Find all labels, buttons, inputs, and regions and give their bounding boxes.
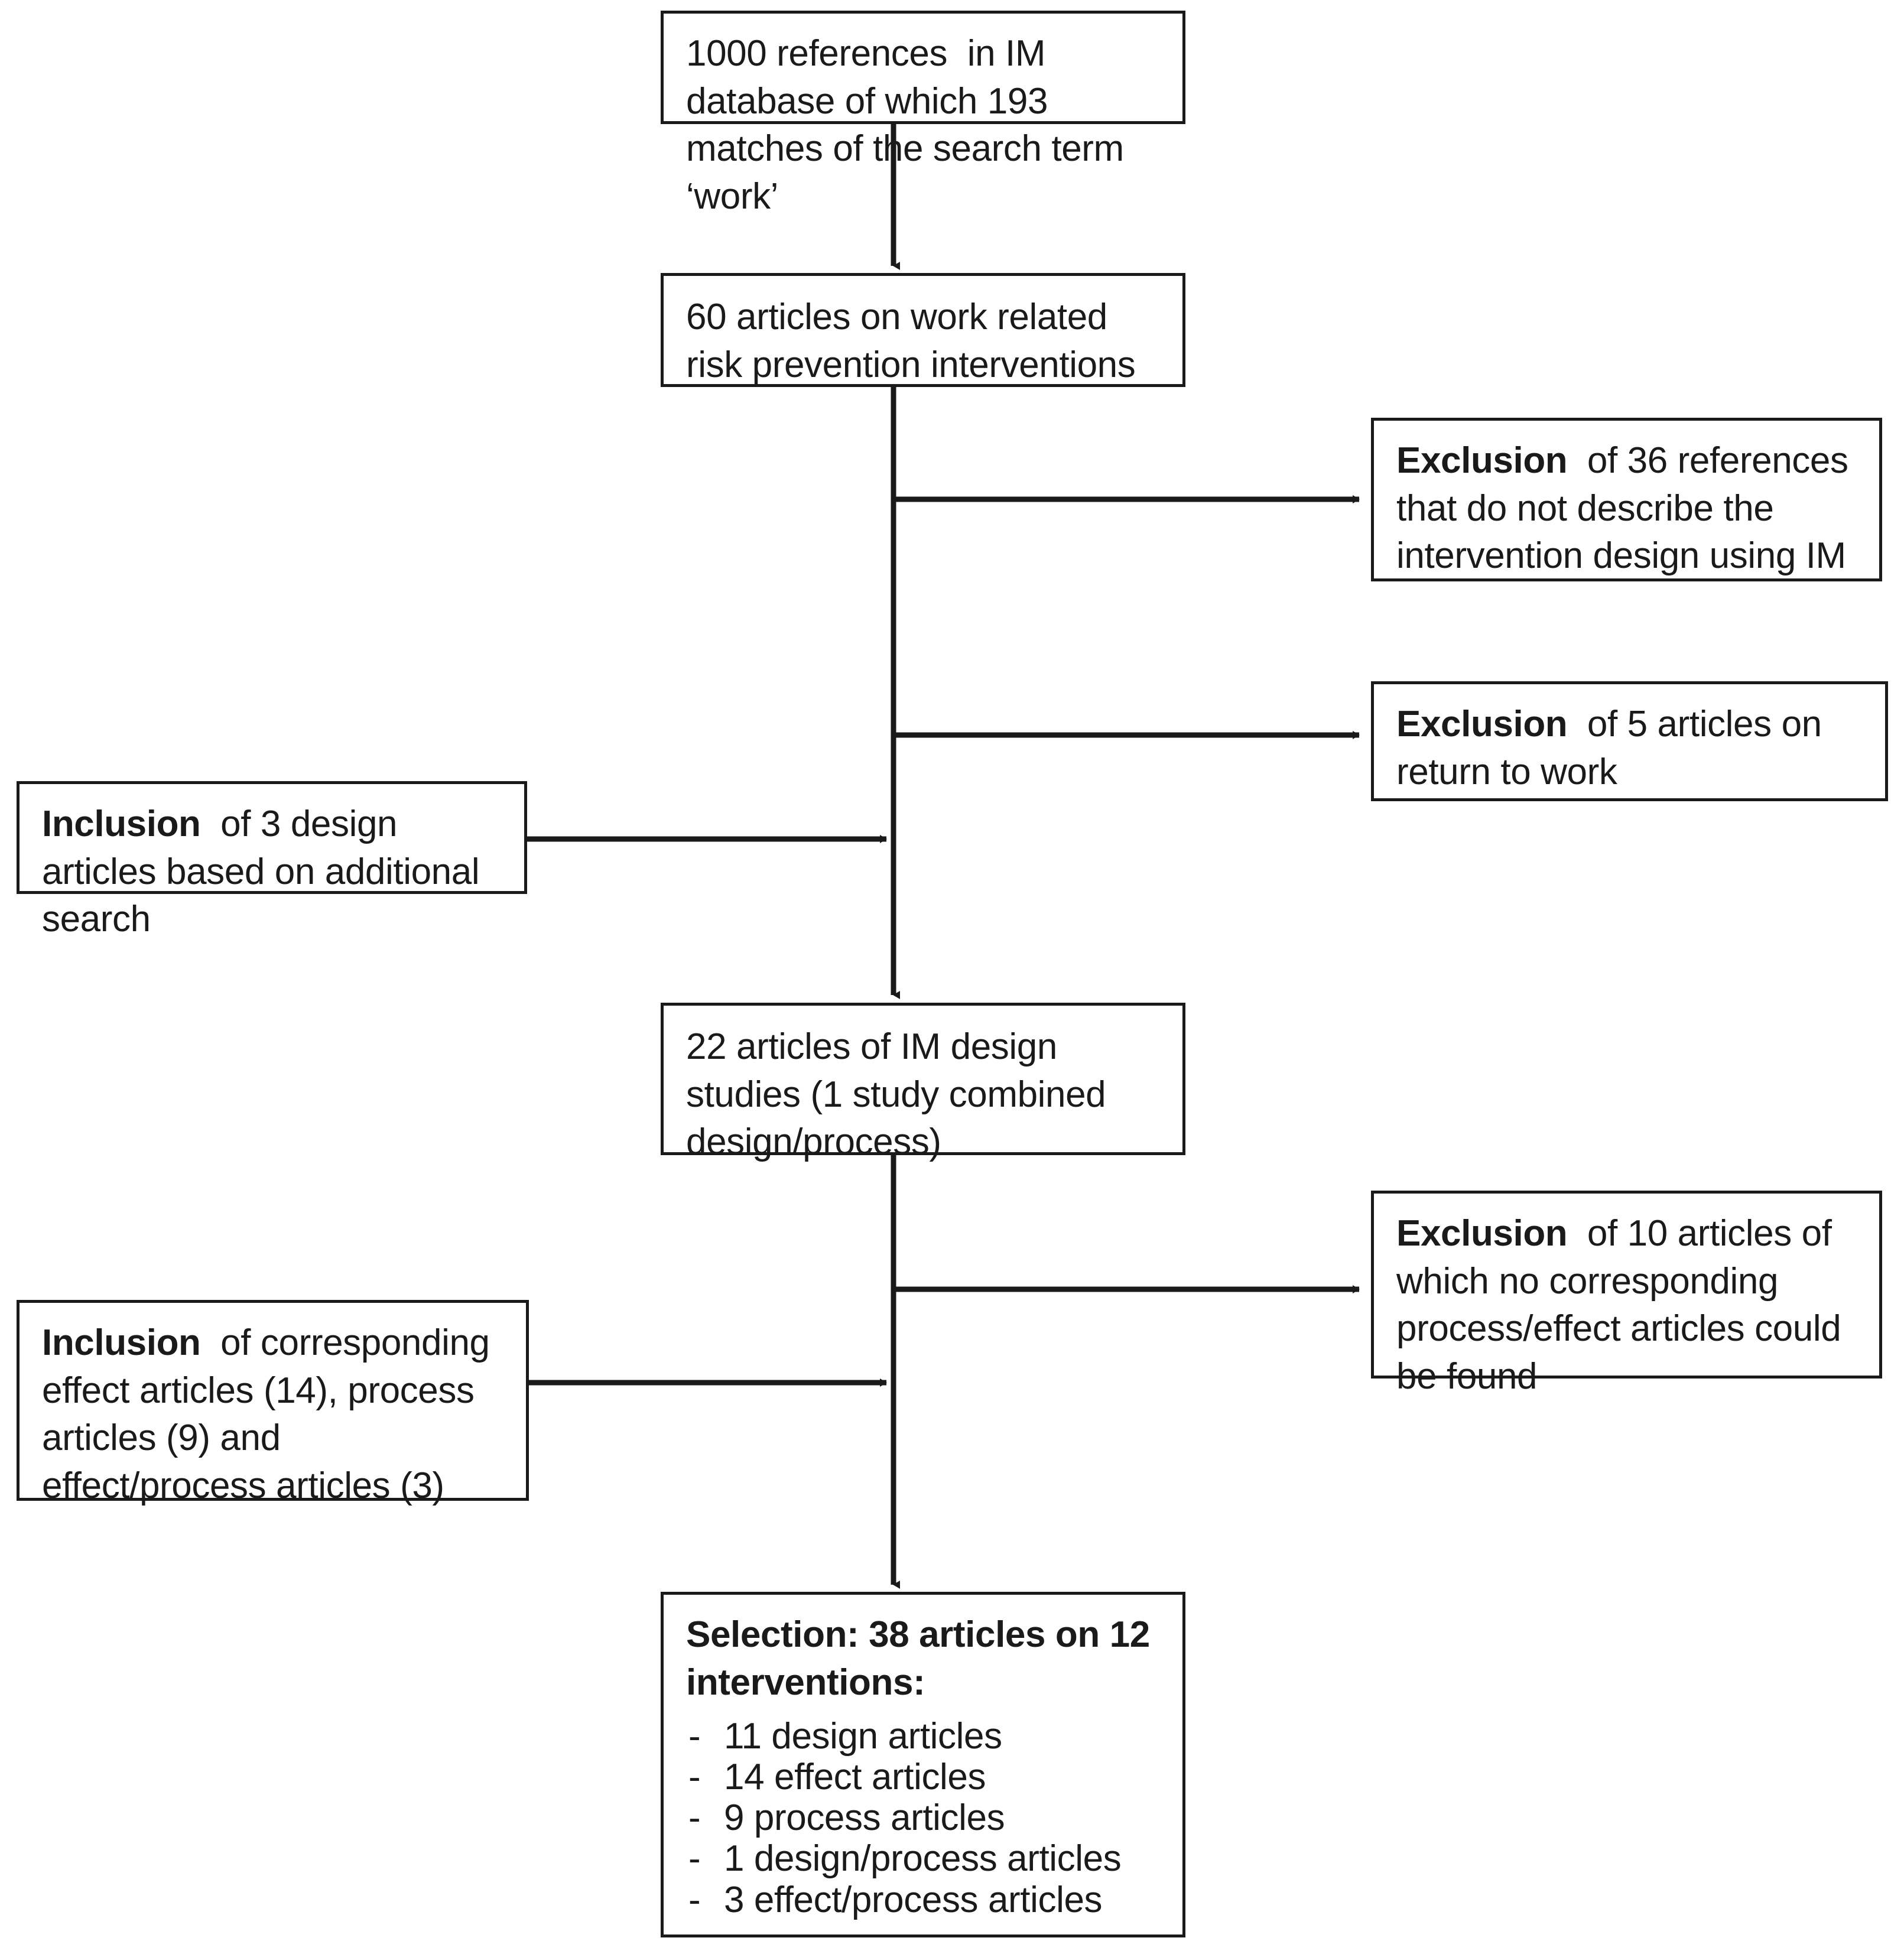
box-exclusion-5-text: Exclusion of 5 articles on return to wor…	[1396, 701, 1873, 796]
list-item-label: 1 design/process articles	[724, 1838, 1122, 1880]
box-exclusion-36-text: Exclusion of 36 references that do not d…	[1396, 437, 1867, 580]
bullet-dash-icon: -	[688, 1757, 701, 1798]
box-inclusion-3-text: Inclusion of 3 design articles based on …	[42, 801, 512, 944]
box-selection: Selection: 38 articles on 12 interventio…	[661, 1592, 1185, 1937]
bullet-dash-icon: -	[688, 1716, 701, 1757]
box-exclusion-36-body: of 36 references that do not describe th…	[1396, 440, 1858, 577]
box-inclusion-3: Inclusion of 3 design articles based on …	[17, 781, 527, 939]
box-exclusion-10-text: Exclusion of 10 articles of which no cor…	[1396, 1210, 1867, 1400]
box-inclusion-3-keyword: Inclusion	[42, 804, 201, 844]
box-design-studies-22-text: 22 articles of IM design studies (1 stud…	[686, 1026, 1116, 1163]
selection-article-list: - 11 design articles - 14 effect article…	[688, 1716, 1172, 1920]
bullet-dash-icon: -	[688, 1797, 701, 1839]
list-item: - 9 process articles	[688, 1797, 1172, 1838]
box-inclusion-corresponding-keyword: Inclusion	[42, 1322, 201, 1363]
box-references: 1000 references in IM database of which …	[661, 11, 1185, 217]
list-item-label: 14 effect articles	[724, 1757, 986, 1798]
list-item: - 14 effect articles	[688, 1757, 1172, 1797]
list-item: - 3 effect/process articles	[688, 1880, 1172, 1920]
box-inclusion-corresponding: Inclusion of corresponding effect articl…	[17, 1300, 529, 1506]
box-references-text: 1000 references in IM database of which …	[686, 33, 1134, 217]
bullet-dash-icon: -	[688, 1879, 701, 1920]
box-exclusion-10: Exclusion of 10 articles of which no cor…	[1371, 1191, 1882, 1397]
box-exclusion-36-keyword: Exclusion	[1396, 440, 1568, 481]
list-item: - 1 design/process articles	[688, 1838, 1172, 1879]
box-design-studies-22: 22 articles of IM design studies (1 stud…	[661, 1003, 1185, 1162]
box-exclusion-5-body: of 5 articles on return to work	[1396, 704, 1832, 792]
box-exclusion-5-keyword: Exclusion	[1396, 704, 1568, 744]
box-inclusion-corresponding-body: of corresponding effect articles (14), p…	[42, 1322, 500, 1506]
box-inclusion-corresponding-text: Inclusion of corresponding effect articl…	[42, 1319, 514, 1510]
list-item-label: 11 design articles	[724, 1716, 1002, 1757]
box-articles-work-related-text: 60 articles on work related risk prevent…	[686, 297, 1136, 385]
bullet-dash-icon: -	[688, 1838, 701, 1880]
box-exclusion-5: Exclusion of 5 articles on return to wor…	[1371, 681, 1888, 801]
list-item-label: 3 effect/process articles	[724, 1879, 1103, 1920]
box-inclusion-3-body: of 3 design articles based on additional…	[42, 804, 490, 940]
box-exclusion-10-keyword: Exclusion	[1396, 1213, 1568, 1254]
list-item-label: 9 process articles	[724, 1797, 1005, 1839]
box-articles-work-related: 60 articles on work related risk prevent…	[661, 273, 1185, 387]
list-item: - 11 design articles	[688, 1716, 1172, 1757]
box-exclusion-36: Exclusion of 36 references that do not d…	[1371, 418, 1882, 581]
box-exclusion-10-body: of 10 articles of which no corresponding…	[1396, 1213, 1851, 1397]
box-selection-heading: Selection: 38 articles on 12 interventio…	[686, 1614, 1160, 1703]
